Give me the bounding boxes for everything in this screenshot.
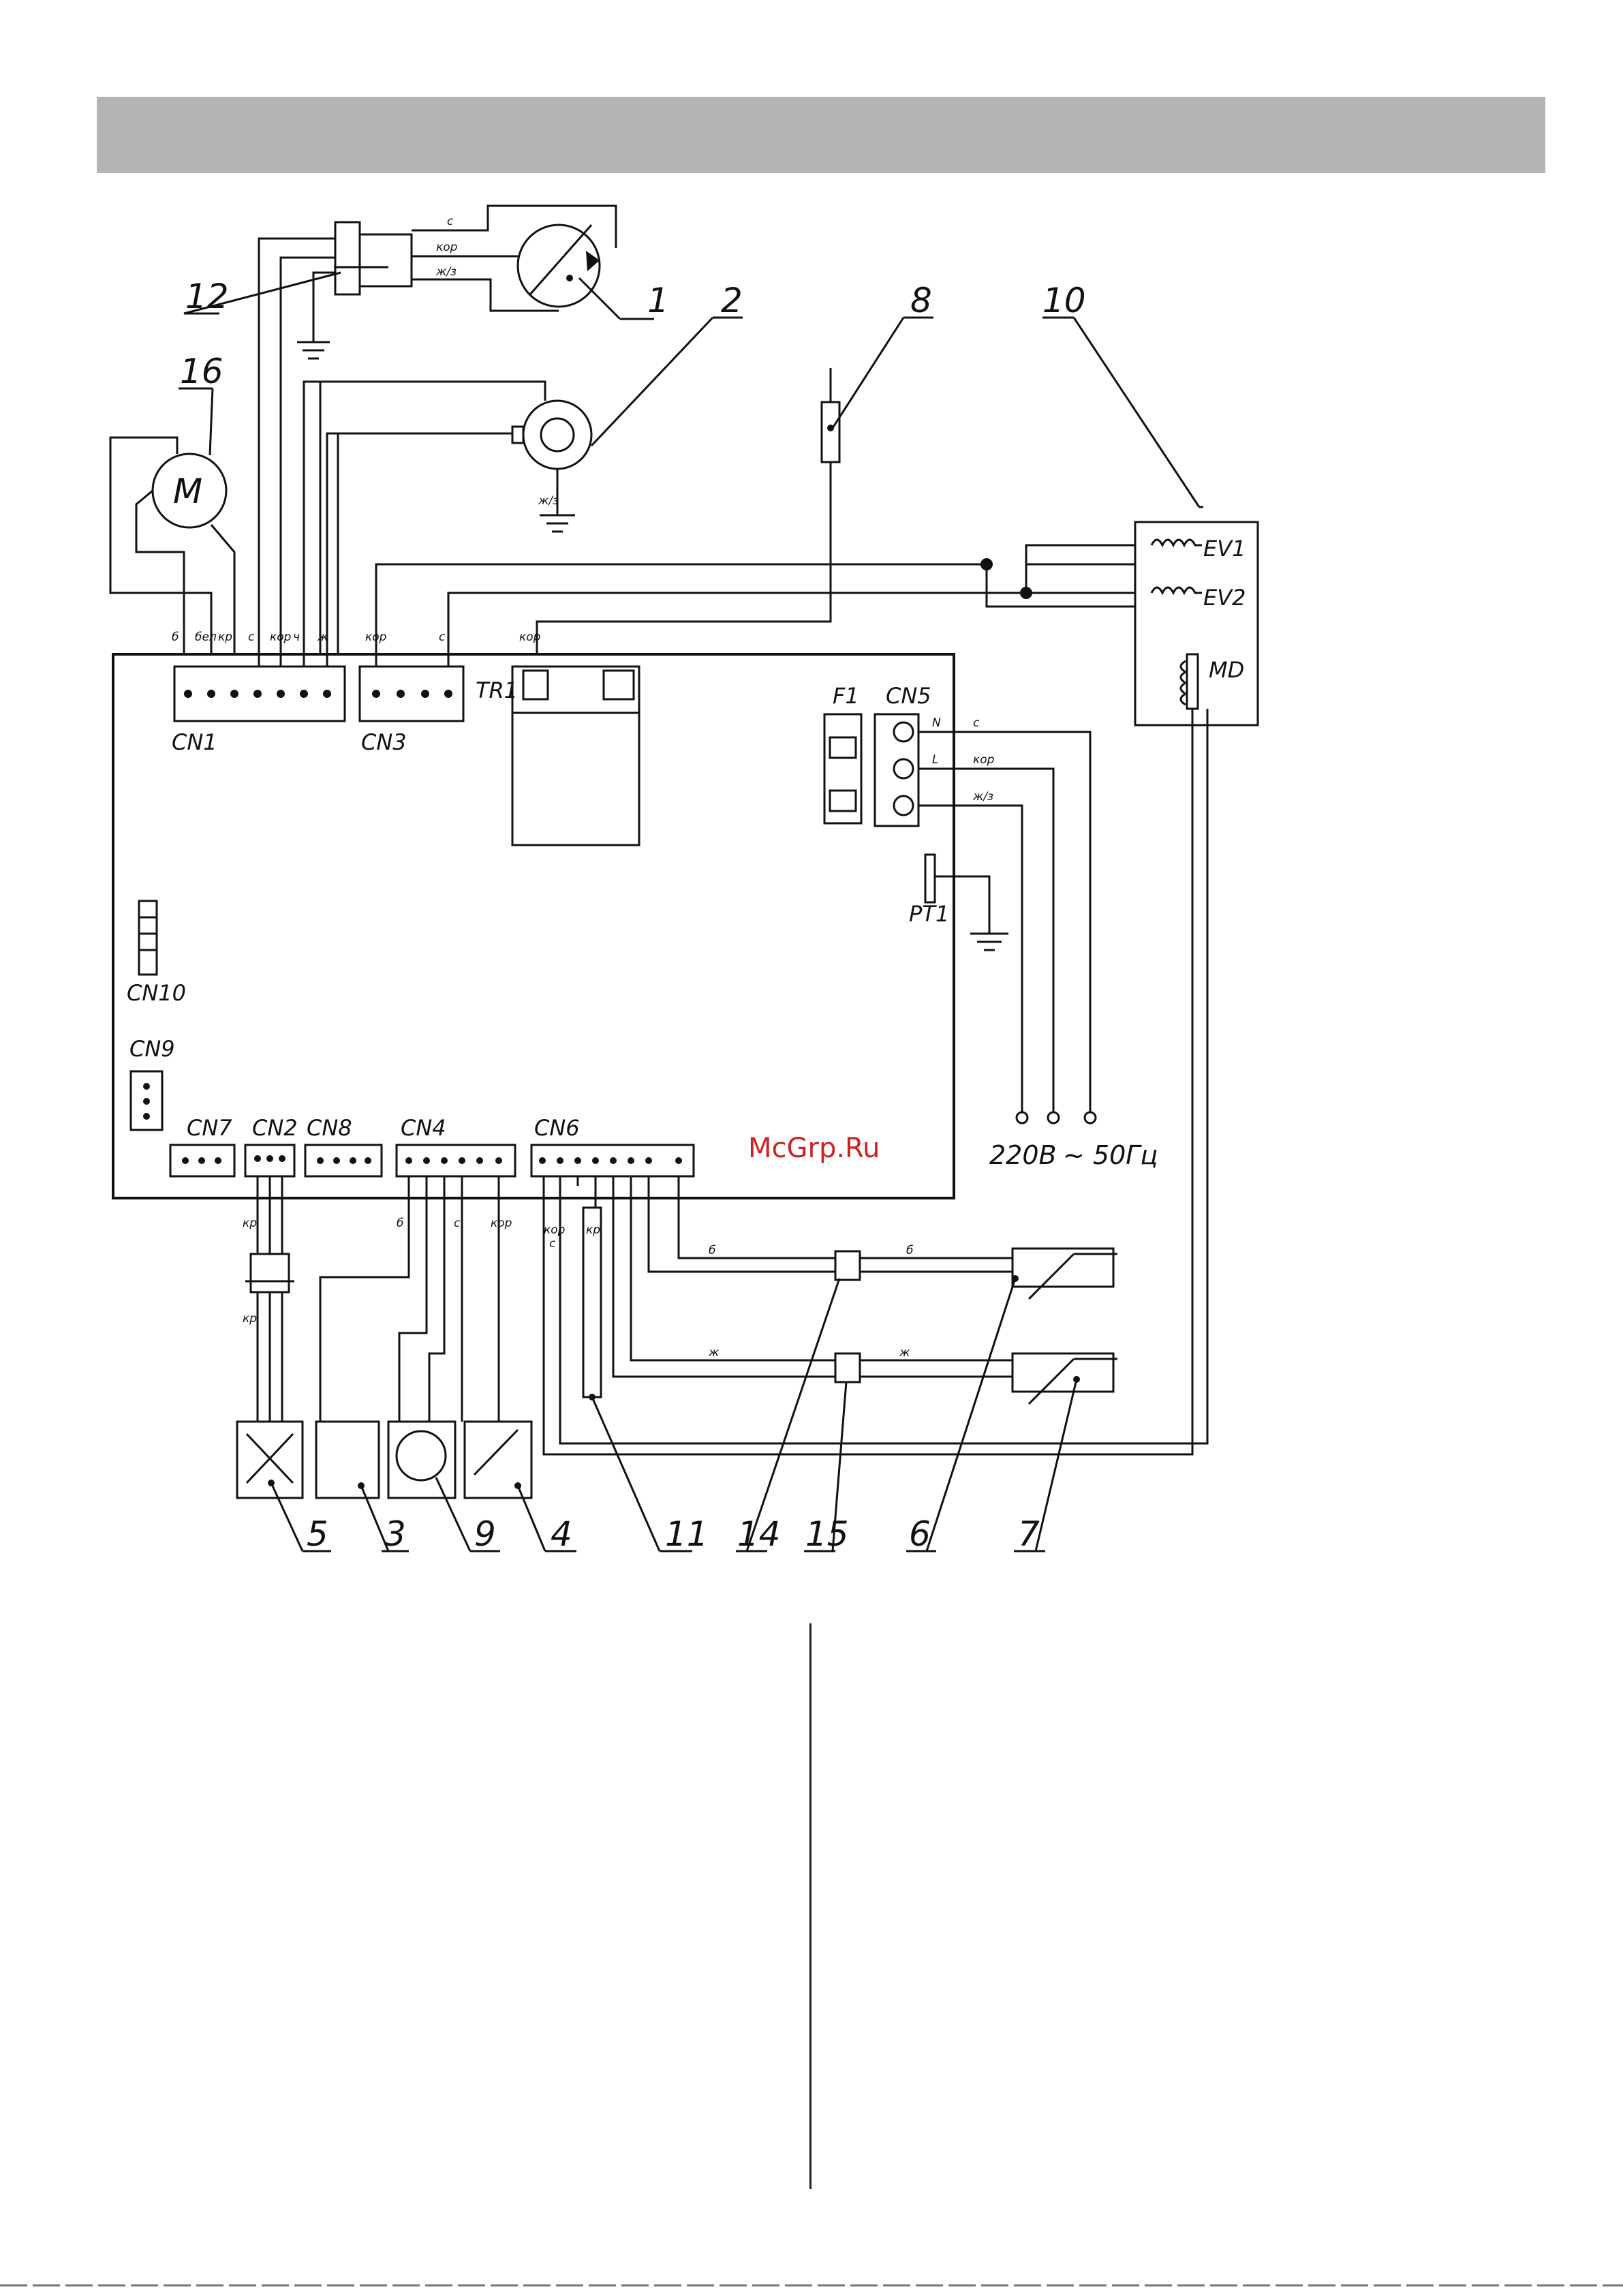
- watermark: McGrp.Ru: [748, 1133, 880, 1164]
- connector-15: [835, 1353, 860, 1382]
- callout-16: 16: [180, 352, 223, 391]
- label-terminal-n: N: [932, 716, 941, 730]
- label-cn1-wire-black: ч: [293, 630, 300, 644]
- label-cn4-wire-orange: кор: [491, 1216, 512, 1230]
- callout-3: 3: [384, 1514, 406, 1554]
- connector-block-12: [335, 222, 360, 294]
- label-wire-orange-power: кор: [973, 753, 995, 767]
- label-wire-orange-1: кор: [436, 241, 458, 254]
- callout-4: 4: [551, 1514, 572, 1554]
- label-ev2: EV2: [1203, 585, 1246, 611]
- connector-cn10: [139, 901, 157, 975]
- label-cn5: CN5: [886, 683, 931, 709]
- label-cn6-wire-brown: с: [549, 1237, 556, 1251]
- heater-8: [822, 402, 839, 462]
- label-cn1-wire-brown: с: [248, 630, 255, 644]
- label-cn1-wire-white: бел: [195, 630, 217, 644]
- label-sensor-wire-yellow-1: ж: [708, 1346, 720, 1360]
- bottom-rule: [0, 2284, 1623, 2286]
- label-cn1-wire-orange: кор: [270, 630, 292, 644]
- label-cn3-wire-orange: кор: [365, 630, 387, 644]
- label-tr1-wire-orange: кор: [519, 630, 541, 644]
- label-cn10: CN10: [127, 980, 186, 1006]
- label-cn4: CN4: [401, 1115, 446, 1141]
- label-cn2: CN2: [252, 1115, 298, 1141]
- label-frequency: ~ 50Гц: [1063, 1140, 1158, 1170]
- label-voltage: 220В: [989, 1140, 1057, 1170]
- callout-15: 15: [805, 1514, 849, 1554]
- label-cn1: CN1: [172, 729, 217, 755]
- callout-12: 12: [185, 277, 229, 316]
- callout-10: 10: [1042, 281, 1086, 320]
- callout-14: 14: [737, 1514, 781, 1554]
- label-cn3: CN3: [361, 729, 407, 755]
- label-f1: F1: [833, 683, 859, 709]
- label-md: MD: [1209, 657, 1244, 683]
- column-divider: [809, 1623, 812, 2189]
- label-wire-yg-power: ж/з: [972, 790, 993, 803]
- label-cn1-wire-yellow: ж: [317, 630, 328, 644]
- callout-9: 9: [474, 1514, 496, 1554]
- label-ev1: EV1: [1203, 536, 1246, 562]
- label-wire-brown-power: с: [973, 716, 980, 730]
- label-cn4-wire-brown: с: [454, 1216, 461, 1230]
- label-cn1-wire-grey: б: [172, 630, 179, 644]
- label-cn7: CN7: [187, 1115, 232, 1141]
- wiring-diagram: CN1 CN3 TR1 F1 CN5 N L PT1 с кор ж/з 220…: [0, 0, 1623, 1608]
- callout-7: 7: [1018, 1514, 1040, 1554]
- callout-2: 2: [721, 281, 743, 320]
- callout-8: 8: [910, 281, 932, 320]
- label-tr1: TR1: [476, 677, 518, 703]
- label-cn2-wire-red-2: кр: [243, 1312, 257, 1326]
- callout-6: 6: [909, 1514, 931, 1554]
- label-terminal-l: L: [932, 753, 938, 767]
- label-sensor-wire-grey-2: б: [906, 1244, 913, 1257]
- label-wire-yg-1: ж/з: [435, 265, 457, 279]
- label-motor: M: [173, 472, 202, 511]
- callout-1: 1: [647, 281, 669, 320]
- label-cn1-wire-red: кр: [218, 630, 232, 644]
- connector-14: [835, 1251, 860, 1280]
- label-sensor-wire-yellow-2: ж: [899, 1346, 910, 1360]
- label-cn4-wire-grey: б: [397, 1216, 403, 1230]
- label-wire-yg-2: ж/з: [538, 494, 559, 508]
- component-4: [465, 1422, 531, 1498]
- label-cn6-wire-red: кр: [586, 1223, 600, 1237]
- component-3: [316, 1422, 379, 1498]
- label-pt1: PT1: [909, 901, 949, 927]
- callout-5: 5: [307, 1514, 328, 1554]
- label-cn6: CN6: [534, 1115, 580, 1141]
- callout-11: 11: [665, 1514, 709, 1554]
- label-cn3-wire-brown: с: [439, 630, 446, 644]
- protector-pt1: [925, 855, 935, 902]
- label-cn6-wire-orange: кор: [544, 1223, 566, 1237]
- label-cn8: CN8: [307, 1115, 352, 1141]
- label-wire-brown-1: с: [447, 215, 454, 228]
- label-sensor-wire-grey-1: б: [709, 1244, 715, 1257]
- label-cn9: CN9: [129, 1036, 175, 1062]
- label-cn2-wire-red-1: кр: [243, 1216, 257, 1230]
